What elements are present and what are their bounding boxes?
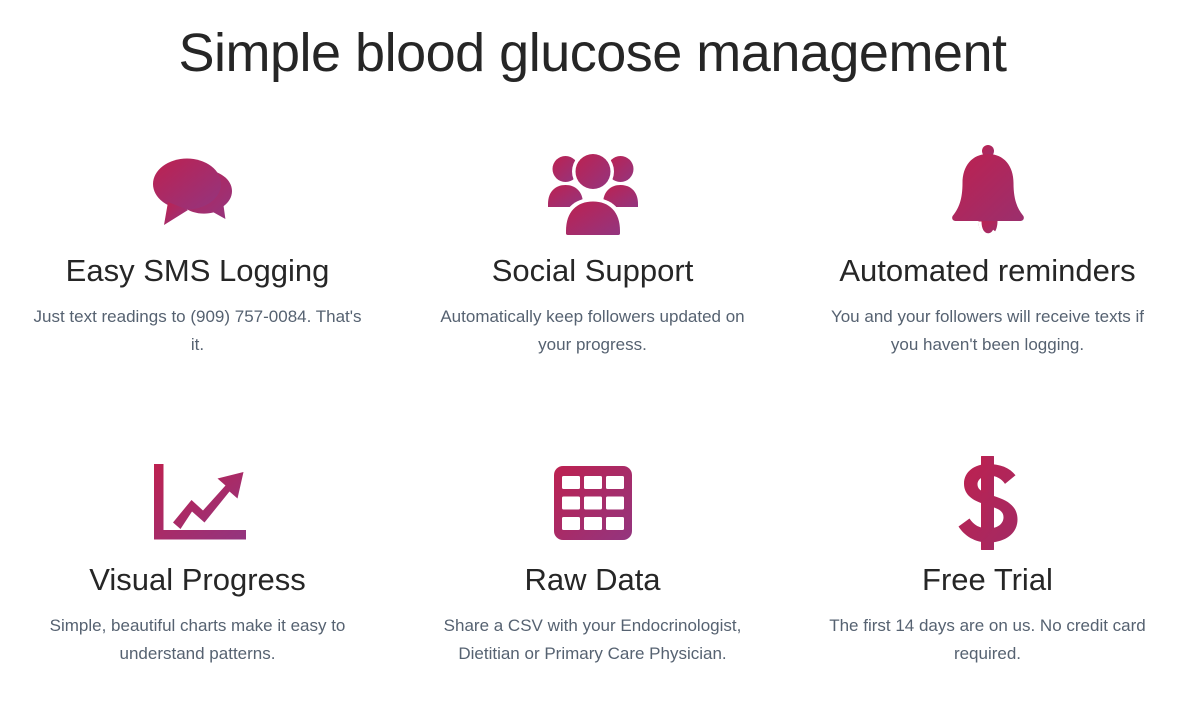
feature-card-easy-sms-logging: Easy SMS Logging Just text readings to (…	[0, 140, 395, 453]
feature-title: Visual Progress	[89, 562, 306, 597]
feature-title: Raw Data	[524, 562, 661, 597]
feature-description: Share a CSV with your Endocrinologist, D…	[443, 616, 742, 663]
page-title: Simple blood glucose management	[178, 23, 1007, 83]
feature-card-free-trial: Free Trial The first 14 days are on us. …	[790, 453, 1185, 717]
dollar-sign-icon	[955, 453, 1021, 553]
feature-description: Just text readings to (909) 757-0084. Th…	[33, 307, 362, 354]
feature-card-automated-reminders: Automated reminders You and your followe…	[790, 140, 1185, 453]
feature-description: Automatically keep followers updated on …	[440, 307, 745, 354]
line-chart-arrow-icon	[147, 453, 249, 553]
feature-title: Social Support	[491, 253, 694, 288]
feature-card-raw-data: Raw Data Share a CSV with your Endocrino…	[395, 453, 790, 717]
table-grid-icon	[553, 453, 632, 553]
feature-description: The first 14 days are on us. No credit c…	[829, 616, 1146, 663]
chat-bubbles-icon	[148, 140, 248, 244]
feature-card-social-support: Social Support Automatically keep follow…	[395, 140, 790, 453]
people-group-icon	[543, 140, 643, 244]
bell-icon	[945, 140, 1031, 244]
feature-description: You and your followers will receive text…	[830, 307, 1145, 354]
feature-description: Simple, beautiful charts make it easy to…	[49, 616, 346, 663]
feature-grid: Easy SMS Logging Just text readings to (…	[0, 140, 1185, 717]
feature-title: Automated reminders	[839, 253, 1136, 288]
feature-card-visual-progress: Visual Progress Simple, beautiful charts…	[0, 453, 395, 717]
feature-title: Easy SMS Logging	[65, 253, 330, 288]
feature-title: Free Trial	[922, 562, 1053, 597]
